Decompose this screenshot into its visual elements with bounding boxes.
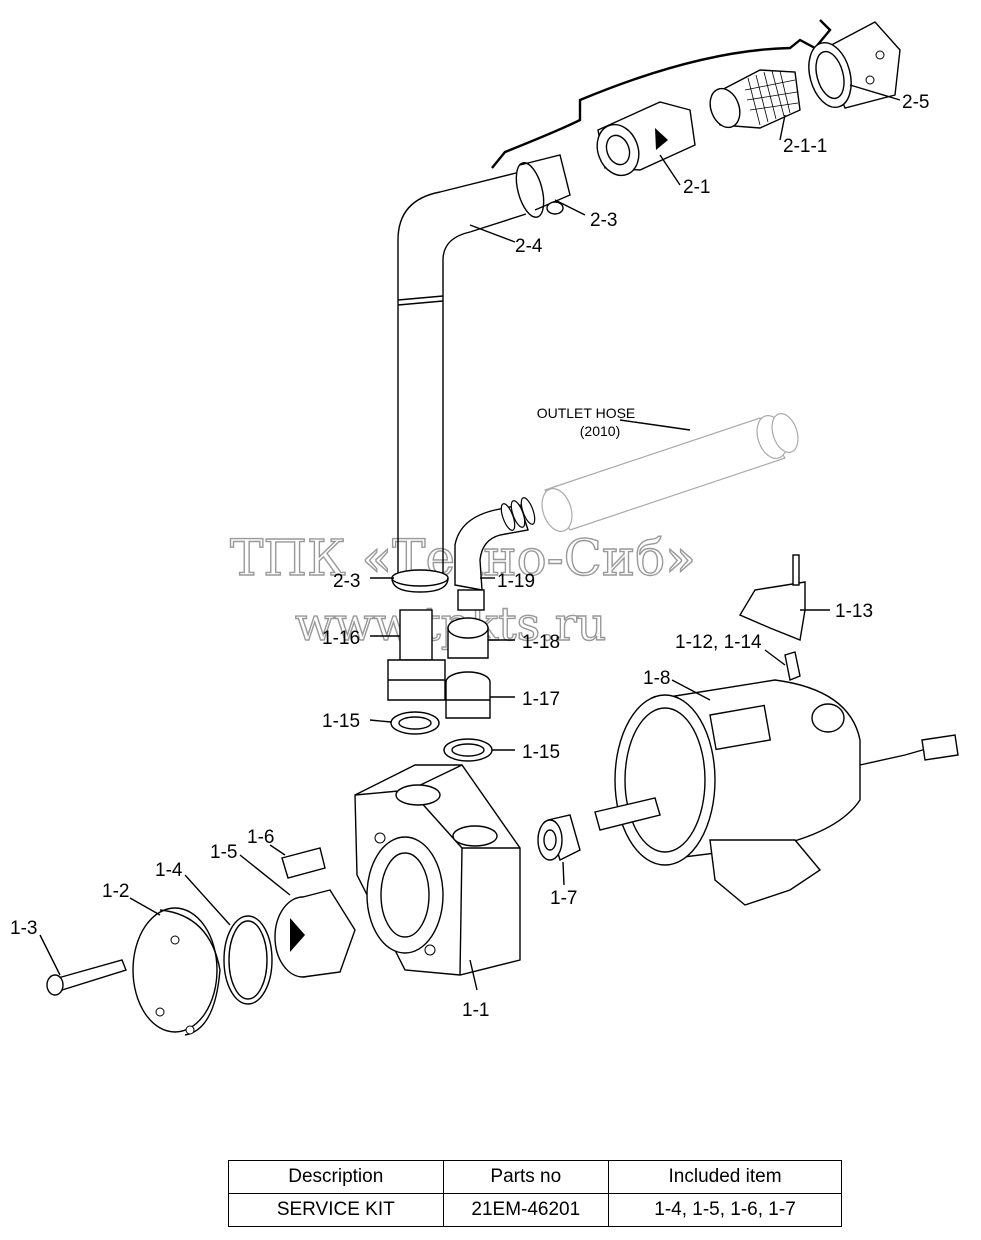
tie-wire bbox=[491, 19, 832, 169]
screw bbox=[46, 959, 127, 996]
service-kit-table: Description Parts no Included item SERVI… bbox=[228, 1160, 842, 1227]
cell-description: SERVICE KIT bbox=[228, 1193, 444, 1227]
label-2-5: 2-5 bbox=[902, 92, 929, 113]
label-2-4: 2-4 bbox=[515, 236, 543, 257]
washer-left bbox=[390, 711, 440, 735]
label-1-12-1-14: 1-12, 1-14 bbox=[675, 632, 762, 653]
label-1-13: 1-13 bbox=[835, 601, 873, 622]
washer-right bbox=[443, 738, 493, 762]
strainer bbox=[709, 69, 801, 129]
pump-body bbox=[354, 764, 521, 976]
suction-pipe bbox=[397, 171, 527, 575]
label-1-6: 1-6 bbox=[247, 827, 274, 848]
top-clamp bbox=[515, 154, 571, 218]
table-header-row: Description Parts no Included item bbox=[228, 1160, 842, 1194]
switch-bracket bbox=[738, 554, 806, 681]
cell-parts-no: 21EM-46201 bbox=[442, 1193, 610, 1227]
label-1-15-left: 1-15 bbox=[322, 711, 360, 732]
cell-included-item: 1-4, 1-5, 1-6, 1-7 bbox=[608, 1193, 842, 1227]
elbow-fitting bbox=[454, 497, 536, 611]
cover-plate bbox=[132, 907, 221, 1036]
label-2-1-1: 2-1-1 bbox=[783, 136, 827, 157]
label-1-5: 1-5 bbox=[210, 842, 237, 863]
outlet-hose-year: (2010) bbox=[580, 423, 620, 439]
label-1-8: 1-8 bbox=[643, 668, 670, 689]
impeller bbox=[274, 889, 356, 978]
coupling bbox=[537, 814, 581, 861]
label-1-19: 1-19 bbox=[497, 571, 535, 592]
union-nut bbox=[447, 617, 489, 659]
label-2-3-top: 2-3 bbox=[590, 210, 617, 231]
label-1-15-right: 1-15 bbox=[522, 742, 560, 763]
label-1-7: 1-7 bbox=[550, 888, 577, 909]
label-1-1: 1-1 bbox=[462, 1000, 489, 1021]
outlet-hose-label: OUTLET HOSE bbox=[537, 405, 636, 421]
suction-tube bbox=[808, 21, 901, 109]
adapter-fitting bbox=[445, 671, 491, 719]
label-1-2: 1-2 bbox=[102, 881, 129, 902]
motor bbox=[594, 679, 959, 906]
label-1-18: 1-18 bbox=[522, 632, 560, 653]
label-2-3-bottom: 2-3 bbox=[333, 571, 360, 592]
label-2-1: 2-1 bbox=[683, 177, 710, 198]
hose-nipple bbox=[387, 609, 446, 701]
header-included-item: Included item bbox=[608, 1160, 842, 1194]
header-parts-no: Parts no bbox=[442, 1160, 610, 1194]
label-1-4: 1-4 bbox=[155, 860, 183, 881]
outlet-hose bbox=[541, 413, 799, 532]
header-description: Description bbox=[228, 1160, 444, 1194]
bottom-clamp bbox=[391, 569, 449, 593]
table-row: SERVICE KIT 21EM-46201 1-4, 1-5, 1-6, 1-… bbox=[228, 1193, 842, 1227]
leader-lines bbox=[39, 84, 901, 991]
key bbox=[281, 847, 326, 879]
label-1-3: 1-3 bbox=[10, 918, 37, 939]
label-1-16: 1-16 bbox=[322, 628, 360, 649]
o-ring bbox=[223, 915, 273, 1005]
check-valve bbox=[596, 101, 696, 177]
label-1-17: 1-17 bbox=[522, 689, 560, 710]
